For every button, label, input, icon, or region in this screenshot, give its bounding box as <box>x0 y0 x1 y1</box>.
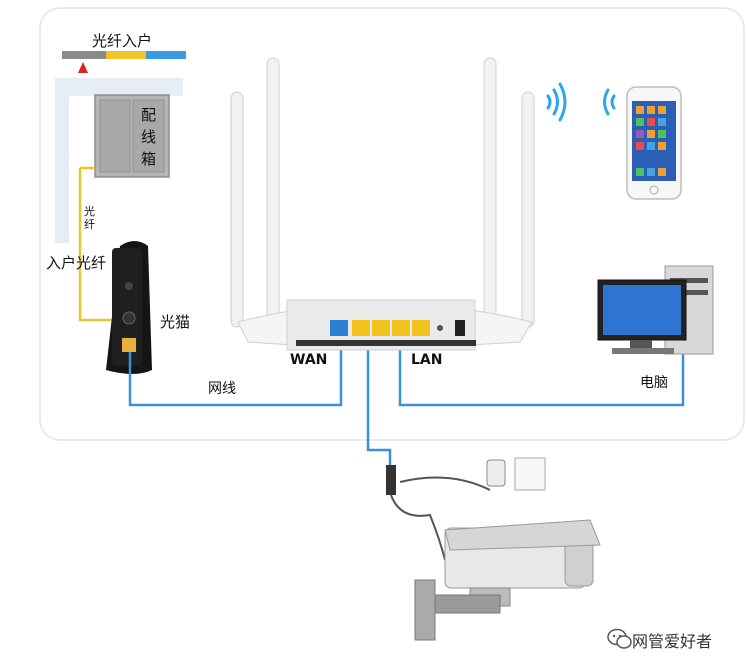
network-cable-camera <box>366 340 392 470</box>
router <box>230 57 535 351</box>
red-arrow-icon <box>78 62 88 73</box>
desktop-computer <box>597 265 714 355</box>
fiber-entry-label: 光纤入户 <box>92 32 153 50</box>
wall-conduit <box>55 78 183 243</box>
home-fiber-label: 入户光纤 <box>46 254 107 272</box>
lan-port-3 <box>392 320 410 336</box>
network-cable-wan <box>128 340 343 407</box>
fiber-line <box>78 168 118 322</box>
lan-port-4 <box>412 320 430 336</box>
modem-label: 光猫 <box>160 313 191 331</box>
wifi-signal-icon-phone <box>603 88 616 116</box>
network-cable-computer <box>398 340 685 407</box>
wan-port <box>330 320 348 336</box>
wan-label: WAN <box>290 352 328 368</box>
watermark: 网管爱好者 <box>600 625 712 655</box>
lan-port-1 <box>352 320 370 336</box>
lan-label: LAN <box>411 352 443 368</box>
fiber-vertical-label: 光纤 <box>84 205 95 231</box>
optical-modem <box>106 241 152 374</box>
distribution-box-label: 配线箱 <box>141 106 157 168</box>
distribution-box <box>94 94 170 178</box>
wechat-icon <box>607 628 632 649</box>
fiber-entry-bar <box>62 51 186 59</box>
smartphone <box>626 86 682 200</box>
network-cable-label: 网线 <box>208 381 236 397</box>
wifi-signal-icon <box>546 82 567 122</box>
watermark-text: 网管爱好者 <box>632 632 713 651</box>
computer-label: 电脑 <box>640 375 668 391</box>
background-panel <box>39 7 745 441</box>
security-camera <box>386 457 601 641</box>
lan-port-2 <box>372 320 390 336</box>
